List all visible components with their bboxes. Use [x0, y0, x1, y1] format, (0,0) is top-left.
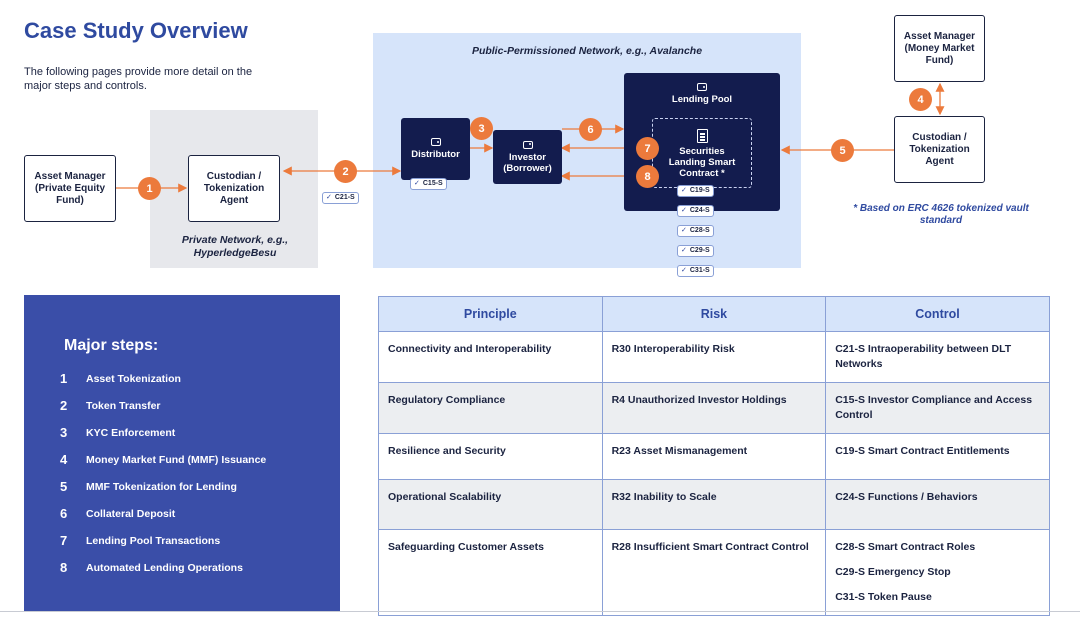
asset-manager-mmf-node: Asset Manager (Money Market Fund) [894, 15, 985, 82]
asset-manager-pef-node: Asset Manager (Private Equity Fund) [24, 155, 116, 222]
control-cell: C19-S Smart Contract Entitlements [825, 433, 1050, 480]
distributor-label: Distributor [411, 149, 460, 160]
control-badge-c15: ✓C15-S [410, 178, 447, 190]
control-badge-c29: ✓C29-S [677, 245, 714, 257]
risk-cell: R28 Insufficient Smart Contract Control [601, 529, 827, 616]
risk-cell: R23 Asset Mismanagement [601, 433, 827, 480]
risk-cell: R32 Inability to Scale [601, 479, 827, 530]
control-cell: C15-S Investor Compliance and Access Con… [825, 382, 1050, 434]
step-marker-6: 6 [579, 118, 602, 141]
step-marker-1: 1 [138, 177, 161, 200]
securities-contract-label: Securities Landing Smart Contract * [668, 146, 736, 179]
risk-cell: R30 Interoperability Risk [601, 331, 827, 383]
table-row: Resilience and Security R23 Asset Misman… [378, 433, 1050, 480]
custodian-right-node: Custodian / Tokenization Agent [894, 116, 985, 183]
risk-cell: R4 Unauthorized Investor Holdings [601, 382, 827, 434]
investor-node: Investor (Borrower) [493, 130, 562, 184]
custodian-left-node: Custodian / Tokenization Agent [188, 155, 280, 222]
control-badge-c21: ✓C21-S [322, 192, 359, 204]
divider [0, 611, 1080, 612]
header-control: Control [825, 296, 1050, 332]
check-icon: ✓ [681, 247, 687, 254]
principle-cell: Regulatory Compliance [378, 382, 603, 434]
wallet-icon [430, 138, 441, 146]
control-cell: C24-S Functions / Behaviors [825, 479, 1050, 530]
table-row: Regulatory Compliance R4 Unauthorized In… [378, 382, 1050, 434]
principle-cell: Operational Scalability [378, 479, 603, 530]
principle-cell: Resilience and Security [378, 433, 603, 480]
check-icon: ✓ [681, 207, 687, 214]
control-badge-c24: ✓C24-S [677, 205, 714, 217]
control-badge-c19: ✓C19-S [677, 185, 714, 197]
private-network-label: Private Network, e.g., HyperledgeBesu [181, 234, 289, 259]
control-cell: C21-S Intraoperability between DLT Netwo… [825, 331, 1050, 383]
check-icon: ✓ [681, 227, 687, 234]
check-icon: ✓ [681, 267, 687, 274]
wallet-icon [522, 140, 533, 149]
controls-table: Principle Risk Control Connectivity and … [378, 296, 1050, 616]
control-cell: C28-S Smart Contract Roles C29-S Emergen… [825, 529, 1050, 616]
step-marker-7: 7 [636, 137, 659, 160]
header-risk: Risk [601, 296, 827, 332]
footnote: * Based on ERC 4626 tokenized vault stan… [853, 203, 1029, 226]
table-header-row: Principle Risk Control [378, 296, 1050, 332]
check-icon: ✓ [681, 187, 687, 194]
step-marker-5: 5 [831, 139, 854, 162]
step-marker-2: 2 [334, 160, 357, 183]
check-icon: ✓ [326, 194, 332, 201]
check-icon: ✓ [414, 180, 420, 187]
step-marker-3: 3 [470, 117, 493, 140]
control-badge-c28: ✓C28-S [677, 225, 714, 237]
distributor-node: Distributor [401, 118, 470, 180]
step-marker-8: 8 [636, 165, 659, 188]
page-subtitle: The following pages provide more detail … [24, 66, 253, 92]
page-title: Case Study Overview [24, 18, 248, 43]
table-row: Operational Scalability R32 Inability to… [378, 479, 1050, 530]
major-steps-heading: Major steps: [64, 337, 159, 354]
lending-pool-label: Lending Pool [671, 94, 733, 105]
table-row: Safeguarding Customer Assets R28 Insuffi… [378, 529, 1050, 616]
step-marker-4: 4 [909, 88, 932, 111]
table-row: Connectivity and Interoperability R30 In… [378, 331, 1050, 383]
document-icon [696, 129, 708, 143]
investor-label: Investor (Borrower) [503, 151, 552, 174]
public-network-label: Public-Permissioned Network, e.g., Avala… [471, 45, 703, 57]
principle-cell: Connectivity and Interoperability [378, 331, 603, 383]
header-principle: Principle [378, 296, 603, 332]
securities-contract-node: Securities Landing Smart Contract * [660, 125, 744, 183]
wallet-icon [697, 83, 707, 91]
principle-cell: Safeguarding Customer Assets [378, 529, 603, 616]
control-badge-c31: ✓C31-S [677, 265, 714, 277]
